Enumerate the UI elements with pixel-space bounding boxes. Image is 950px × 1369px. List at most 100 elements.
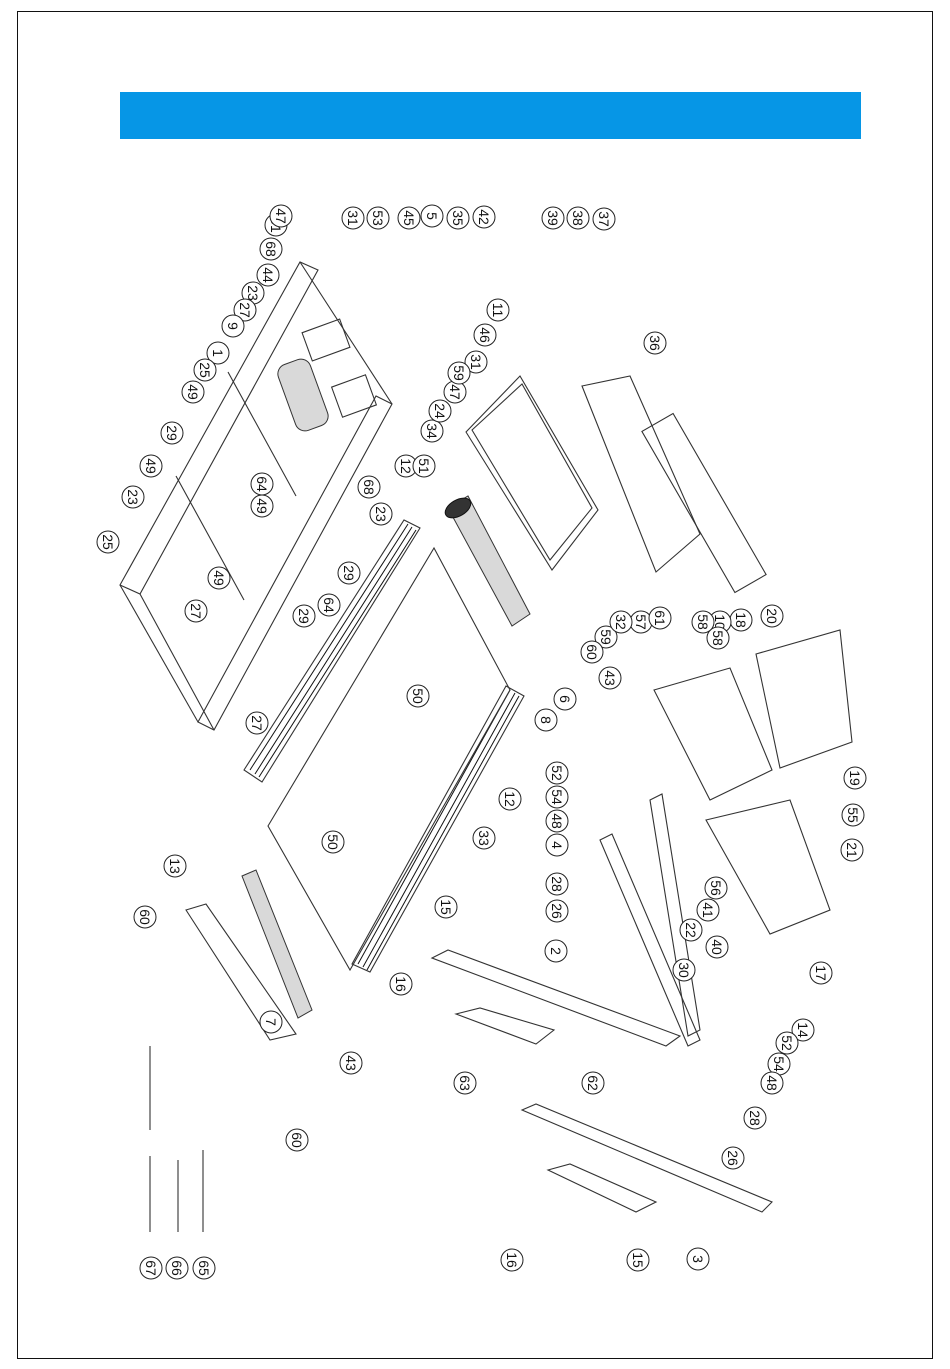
motor-cover	[582, 376, 766, 593]
callout-15: 15	[627, 1249, 649, 1271]
callout-11: 11	[487, 299, 509, 321]
callout-49: 49	[182, 381, 204, 403]
callout-24: 24	[429, 400, 451, 422]
callout-3: 3	[687, 1248, 709, 1270]
callout-number: 31	[468, 354, 484, 370]
callout-number: 47	[447, 384, 463, 400]
callout-number: 9	[225, 322, 241, 330]
callout-number: 1	[210, 349, 226, 357]
callout-number: 48	[549, 813, 565, 829]
callout-13: 13	[164, 855, 186, 877]
callout-number: 60	[289, 1132, 305, 1148]
callout-54: 54	[546, 786, 568, 808]
callout-number: 56	[708, 880, 724, 896]
callout-number: 32	[613, 614, 629, 630]
callout-8: 8	[535, 709, 557, 731]
callout-36: 36	[644, 332, 666, 354]
callout-number: 7	[263, 1018, 279, 1026]
callout-number: 18	[733, 612, 749, 628]
callout-57: 57	[630, 611, 652, 633]
callout-number: 55	[845, 807, 861, 823]
callout-28: 28	[546, 873, 568, 895]
callout-number: 58	[695, 614, 711, 630]
callout-49: 49	[208, 567, 230, 589]
callout-17: 17	[810, 962, 832, 984]
callout-number: 28	[747, 1110, 763, 1126]
callout-43: 43	[340, 1052, 362, 1074]
callout-number: 21	[844, 842, 860, 858]
callout-number: 42	[476, 209, 492, 225]
callout-23: 23	[122, 486, 144, 508]
callout-number: 11	[490, 303, 506, 318]
callout-number: 48	[764, 1075, 780, 1091]
side-rail-right	[352, 686, 524, 972]
callout-40: 40	[706, 936, 728, 958]
callout-47: 47	[444, 381, 466, 403]
callout-56: 56	[705, 877, 727, 899]
callout-53: 53	[367, 207, 389, 229]
callout-number: 29	[296, 608, 312, 624]
callout-number: 16	[393, 976, 409, 992]
callout-30: 30	[673, 959, 695, 981]
callout-12: 12	[499, 788, 521, 810]
callout-39: 39	[542, 207, 564, 229]
callout-number: 25	[197, 362, 213, 378]
callout-number: 27	[249, 715, 265, 731]
callout-59: 59	[448, 362, 470, 384]
callout-number: 54	[549, 789, 565, 805]
console-base	[706, 800, 830, 934]
callout-50: 50	[407, 685, 429, 707]
callout-26: 26	[722, 1147, 744, 1169]
callout-number: 19	[847, 770, 863, 786]
callout-number: 50	[325, 834, 341, 850]
callout-number: 12	[398, 458, 414, 474]
callout-9: 9	[222, 315, 244, 337]
callout-51: 51	[413, 455, 435, 477]
callout-49: 49	[140, 455, 162, 477]
callout-52: 52	[546, 762, 568, 784]
handrail-cover	[186, 904, 656, 1212]
callout-number: 68	[263, 241, 279, 257]
callout-number: 41	[700, 902, 716, 918]
callout-60: 60	[286, 1129, 308, 1151]
callout-number: 63	[457, 1075, 473, 1091]
callout-22: 22	[680, 919, 702, 941]
callout-43: 43	[599, 667, 621, 689]
callout-38: 38	[567, 207, 589, 229]
callout-number: 45	[401, 210, 417, 226]
callout-number: 54	[771, 1056, 787, 1072]
callout-7: 7	[260, 1011, 282, 1033]
callout-number: 29	[341, 565, 357, 581]
callout-number: 36	[647, 335, 663, 351]
callout-number: 24	[432, 403, 448, 419]
callout-number: 37	[596, 211, 612, 227]
console-frame	[654, 668, 772, 800]
callout-number: 29	[164, 425, 180, 441]
rear-roller	[242, 870, 312, 1018]
callout-number: 61	[652, 610, 668, 626]
callout-25: 25	[97, 531, 119, 553]
callout-46: 46	[474, 324, 496, 346]
callout-5: 5	[421, 205, 443, 227]
callout-61: 61	[649, 607, 671, 629]
callout-number: 6	[557, 695, 573, 703]
callout-64: 64	[251, 473, 273, 495]
callout-number: 15	[630, 1252, 646, 1268]
side-rail-left	[244, 520, 420, 782]
callout-6: 6	[554, 688, 576, 710]
callout-50: 50	[322, 831, 344, 853]
callout-20: 20	[761, 605, 783, 627]
callout-number: 38	[570, 210, 586, 226]
callout-29: 29	[338, 562, 360, 584]
callout-number: 31	[345, 210, 361, 226]
callout-number: 22	[683, 922, 699, 938]
callout-2: 2	[545, 940, 567, 962]
callout-number: 57	[633, 614, 649, 630]
callout-number: 49	[211, 570, 227, 586]
callout-number: 52	[549, 765, 565, 781]
callout-number: 68	[361, 479, 377, 495]
callout-number: 51	[416, 458, 432, 474]
callout-26: 26	[546, 900, 568, 922]
callout-number: 26	[725, 1150, 741, 1166]
